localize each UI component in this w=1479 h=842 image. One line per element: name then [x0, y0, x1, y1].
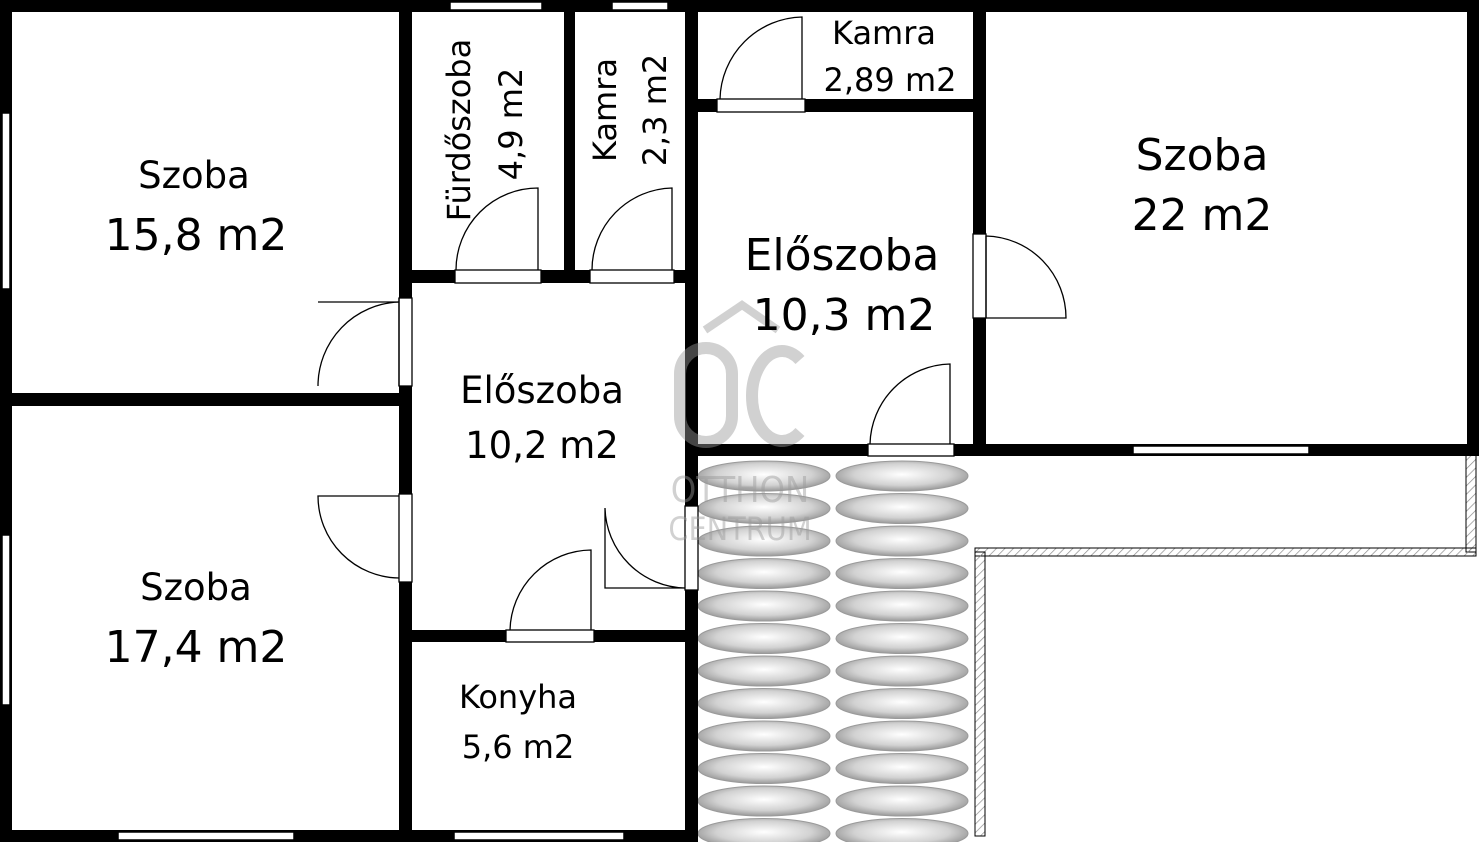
room-name-kamra-top: Kamra	[832, 14, 936, 52]
room-area-kamra-top: 2,89 m2	[824, 61, 957, 99]
room-area-szoba-nw: 15,8 m2	[105, 210, 288, 261]
room-name-eloszoba-central: Előszoba	[460, 369, 624, 412]
watermark-logo: OTTHON CENTRUM	[668, 300, 812, 548]
room-name-szoba-east: Szoba	[1136, 130, 1269, 181]
terrace-tile	[697, 623, 831, 654]
room-area-kamra-small: 2,3 m2	[636, 54, 674, 167]
terrace-tile	[835, 720, 969, 752]
room-area-eloszoba-central: 10,2 m2	[465, 424, 619, 467]
terrace-tile	[835, 785, 969, 817]
terrace-tile	[835, 818, 969, 842]
room-name-kamra-small: Kamra	[586, 58, 624, 162]
terrace-tile	[835, 525, 969, 557]
room-name-furdoszoba: Fürdőszoba	[440, 39, 478, 221]
terrace-outline	[974, 451, 1477, 837]
room-area-szoba-east: 22 m2	[1132, 190, 1273, 241]
terrace-tile	[697, 818, 831, 842]
terrace-tile	[835, 753, 969, 784]
terrace-tile	[697, 655, 831, 687]
room-area-szoba-sw: 17,4 m2	[105, 622, 288, 673]
terrace-tile	[835, 688, 969, 719]
terrace-tile	[835, 558, 969, 589]
terrace-tile	[697, 720, 831, 752]
watermark-line2: CENTRUM	[668, 510, 811, 548]
room-name-eloszoba-east: Előszoba	[745, 230, 940, 281]
room-labels: Szoba 15,8 m2 Szoba 17,4 m2 Fürdőszoba 4…	[105, 14, 1273, 766]
terrace-tile	[697, 785, 831, 817]
terrace-tile	[697, 558, 831, 589]
terrace-tile	[835, 460, 969, 492]
terrace-tile	[835, 590, 969, 622]
terrace-tile	[697, 753, 831, 784]
room-name-szoba-nw: Szoba	[138, 154, 250, 197]
terrace-tile	[835, 623, 969, 654]
room-area-eloszoba-east: 10,3 m2	[753, 290, 936, 341]
room-area-konyha: 5,6 m2	[462, 728, 575, 766]
windows	[1, 1, 1310, 841]
watermark-line1: OTTHON	[671, 470, 809, 511]
room-name-konyha: Konyha	[459, 678, 577, 716]
room-area-furdoszoba: 4,9 m2	[492, 68, 530, 181]
terrace-tile	[697, 590, 831, 622]
terrace-tile	[835, 655, 969, 687]
terrace-tile	[697, 688, 831, 719]
terrace-tile	[835, 493, 969, 524]
room-name-szoba-sw: Szoba	[140, 566, 252, 609]
doors	[317, 16, 1067, 643]
